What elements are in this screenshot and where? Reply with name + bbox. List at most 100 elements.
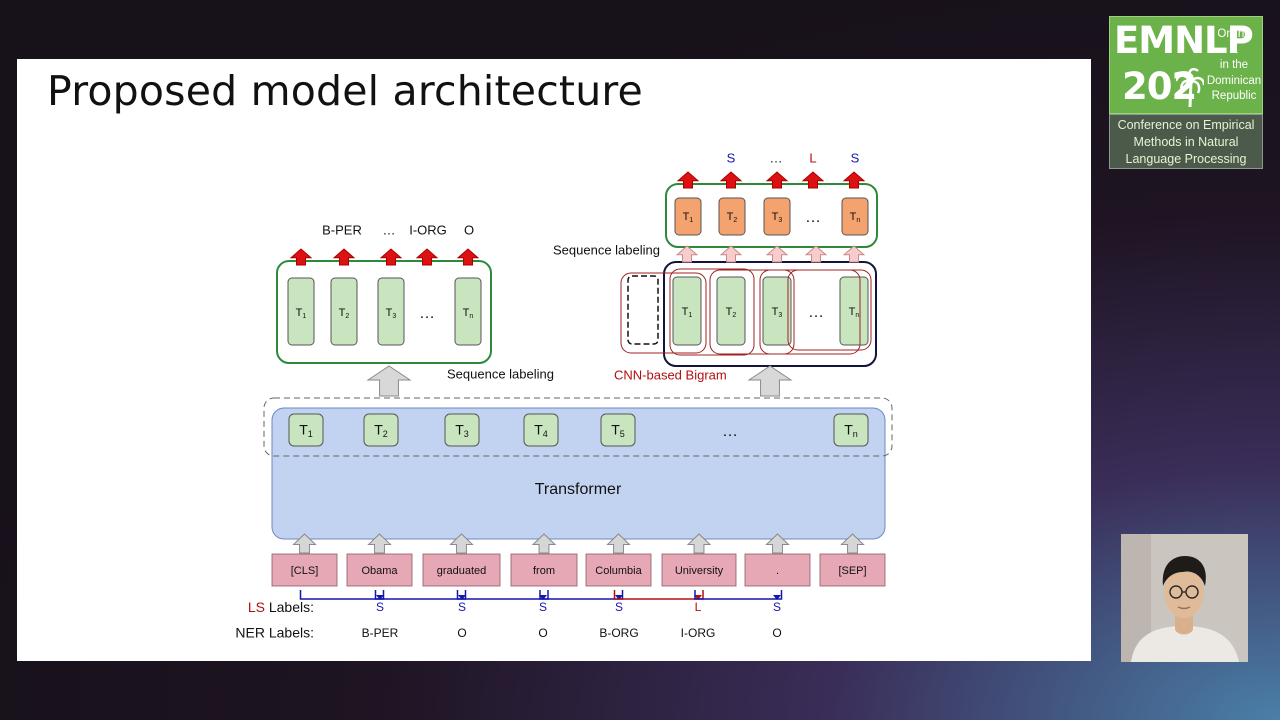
input-up-arrow: [606, 533, 631, 554]
input-up-arrow: [531, 533, 557, 554]
ner-label-value: O: [772, 626, 781, 640]
bigram-window: [787, 269, 872, 351]
ls-label-value: S: [539, 600, 547, 614]
ls-head-token-label: T3: [772, 211, 783, 224]
transformer-token-box: [833, 413, 869, 447]
cnn-token-box: [716, 276, 746, 346]
ner-output-label: B-PER: [322, 222, 362, 237]
input-token-label: University: [675, 565, 724, 577]
ner-head-token-box: [377, 277, 405, 346]
ls-arrow-tip: [773, 595, 781, 600]
badge-subtitle-line: Methods in Natural: [1133, 135, 1239, 149]
transformer-token-box: [288, 413, 324, 447]
ls-arrow-tip: [539, 595, 547, 600]
input-token-label: from: [533, 565, 555, 577]
badge-location-line: in the: [1219, 59, 1249, 71]
ner-head-token-label: T1: [296, 307, 307, 320]
ellipsis: …: [419, 305, 435, 322]
ls-head-token-label: T1: [683, 211, 694, 224]
input-up-arrow: [449, 533, 474, 554]
input-token-box: [585, 553, 652, 587]
ner-output-arrow: [289, 248, 313, 266]
ner-output-label: …: [383, 222, 396, 237]
transformer-output-frame: [263, 397, 893, 457]
ls-head-up-arrow: [747, 365, 793, 397]
ls-output-label: L: [809, 150, 816, 165]
ls-connector: [694, 590, 783, 600]
palm-tree-icon: [1176, 67, 1204, 108]
badge-logo-panel: EMNLP 202 Online & in the Dominican Repu…: [1109, 16, 1263, 114]
ls-output-arrow: [676, 171, 700, 189]
input-token-box: [744, 553, 811, 587]
input-token-box: [271, 553, 338, 587]
cnn-token-label: T1: [682, 306, 693, 319]
badge-location-line: Online: [1217, 28, 1251, 40]
ls-head-token-box: [718, 197, 746, 236]
badge-location-line: &: [1230, 43, 1238, 56]
ls-output-arrow: [765, 171, 789, 189]
ls-output-label: S: [851, 150, 860, 165]
ls-connector: [539, 590, 624, 600]
ls-pink-arrow: [842, 245, 866, 263]
ner-output-arrow: [415, 248, 439, 266]
ls-label-value: S: [376, 600, 384, 614]
cnn-token-box: [839, 276, 869, 346]
ls-head-token-label: Tn: [850, 211, 861, 224]
ls-output-arrow: [801, 171, 825, 189]
cnn-token-label: Tn: [849, 306, 860, 319]
ner-output-label: O: [464, 222, 474, 237]
ellipsis: …: [722, 423, 738, 440]
ls-arrow-tip: [376, 595, 384, 600]
padding-token-box: [627, 275, 659, 345]
bigram-window: [620, 272, 707, 354]
speaker-avatar: [1121, 534, 1248, 662]
input-token-box: [422, 553, 501, 587]
transformer-token-box: [523, 413, 559, 447]
ner-output-arrow: [456, 248, 480, 266]
input-token-label: [SEP]: [838, 565, 866, 577]
badge-subtitle-line: Conference on Empirical: [1117, 118, 1255, 132]
ls-head-token-box: [763, 197, 791, 236]
input-token-box: [510, 553, 578, 587]
ner-label-value: B-ORG: [599, 626, 638, 640]
ls-output-arrow: [719, 171, 743, 189]
ner-labels-title: NER Labels:: [235, 625, 314, 641]
bigram-window: [709, 269, 795, 355]
ner-label-value: I-ORG: [681, 626, 716, 640]
transformer-token-box: [600, 413, 636, 447]
transformer-label: Transformer: [535, 481, 622, 498]
ner-head-box: [276, 260, 492, 364]
cnn-token-box: [672, 276, 702, 346]
bigram-window: [669, 268, 755, 356]
ner-head-up-arrow: [366, 365, 412, 397]
ellipsis: …: [805, 209, 821, 226]
ner-output-arrow: [332, 248, 356, 266]
input-token-label: graduated: [437, 565, 487, 577]
ner-output-arrow: [379, 248, 403, 266]
ner-head-token-box: [330, 277, 358, 346]
ls-label-value: L: [695, 600, 702, 614]
ls-head-token-box: [841, 197, 869, 236]
input-up-arrow: [292, 533, 317, 554]
input-token-box: [661, 553, 737, 587]
ner-label-value: B-PER: [362, 626, 399, 640]
ls-pink-arrow: [765, 245, 789, 263]
input-token-label: [CLS]: [291, 565, 319, 577]
ls-sequence-caption: Sequence labeling: [553, 242, 660, 257]
ner-output-label: I-ORG: [409, 222, 447, 237]
badge-subtitle: Conference on Empirical Methods in Natur…: [1109, 114, 1263, 169]
conference-badge: EMNLP 202 Online & in the Dominican Repu…: [1109, 16, 1263, 169]
ls-label-value: S: [615, 600, 623, 614]
input-token-box: [819, 553, 886, 587]
ellipsis: …: [808, 304, 824, 321]
ls-arrow-tip: [458, 595, 466, 600]
cnn-caption: CNN-based Bigram: [614, 367, 727, 382]
input-up-arrow: [765, 533, 790, 554]
input-up-arrow: [840, 533, 865, 554]
input-token-label: Obama: [361, 565, 398, 577]
ls-arrow-tip: [615, 595, 623, 600]
ls-connector: [456, 590, 549, 600]
cnn-token-label: T2: [726, 306, 737, 319]
ls-connector: [374, 590, 467, 600]
